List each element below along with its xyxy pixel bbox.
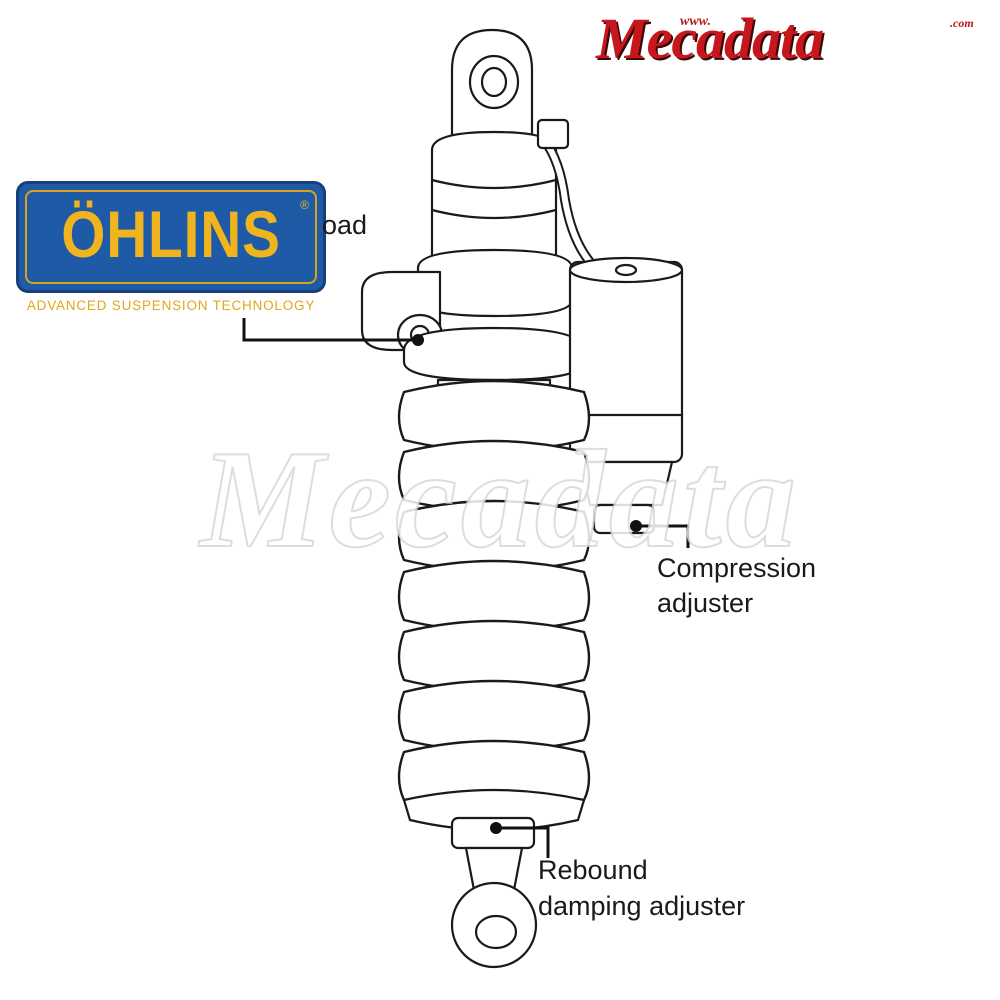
coil-spring	[397, 379, 591, 813]
mecadata-logo: Mecadata www. .com	[590, 4, 995, 70]
compression-label-line2: adjuster	[657, 588, 754, 618]
registered-mark: ®	[300, 198, 309, 212]
preload-label-partial: oad	[322, 210, 368, 240]
ohlins-logo: ÖHLINS ® ADVANCED SUSPENSION TECHNOLOGY	[16, 181, 326, 319]
preload-collar	[416, 248, 574, 318]
brand-name: Mecadata	[596, 6, 824, 71]
ohlins-logo-badge: ÖHLINS ®	[16, 181, 326, 293]
rebound-label-line2: damping adjuster	[538, 891, 746, 921]
compression-label-line1: Compression	[657, 553, 817, 583]
watermark: Mecadata	[199, 422, 800, 577]
preload-leader-line	[242, 318, 418, 342]
spring-seat	[402, 326, 586, 382]
ohlins-wordmark: ÖHLINS	[61, 197, 281, 271]
preload-callout-dot	[412, 334, 424, 346]
rebound-leader-line	[496, 826, 550, 858]
rebound-callout-dot	[490, 822, 502, 834]
brand-www: www.	[680, 14, 711, 29]
brand-com: .com	[950, 16, 974, 30]
compression-leader-line	[636, 524, 690, 548]
compression-callout-dot	[630, 520, 642, 532]
rebound-label-line1: Rebound	[538, 855, 648, 885]
ohlins-tagline: ADVANCED SUSPENSION TECHNOLOGY	[26, 298, 316, 313]
